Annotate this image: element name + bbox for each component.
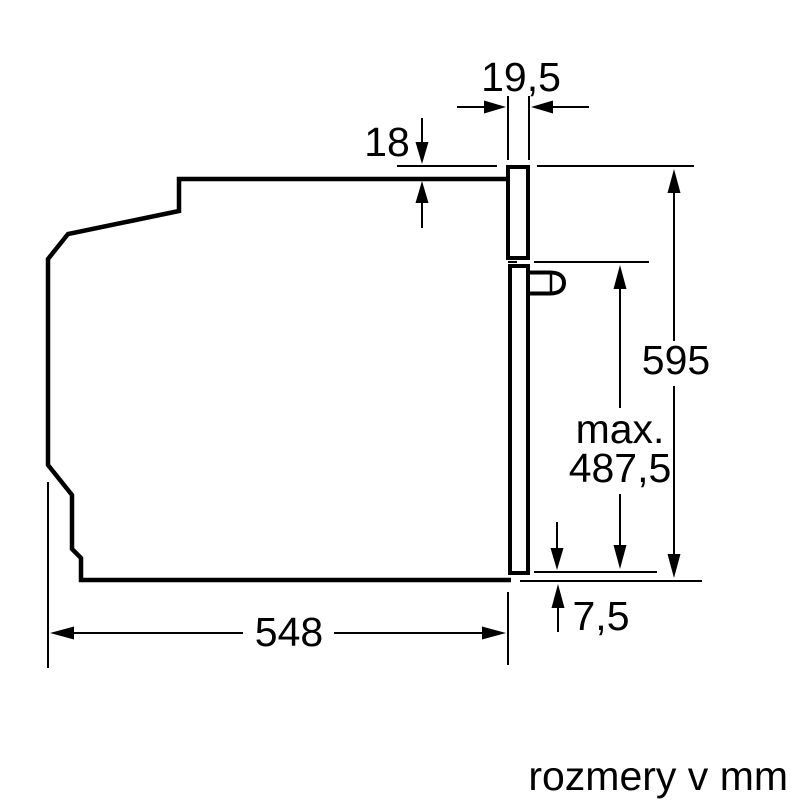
units-note: rozmery v mm [528,753,788,799]
dimension-label-bottom-gap: 7,5 [573,593,630,639]
arrowhead-up-icon [415,181,429,203]
arrowhead-up-icon [551,584,565,608]
arrowhead-up-icon [613,265,627,289]
dimension-label-depth: 548 [255,609,323,655]
oven-door-front [508,264,530,575]
dimension-max-height: max. 487,5 [534,261,672,573]
dimension-top-clearance: 18 [364,118,497,228]
dimension-total-height: 595 [520,165,710,582]
door-handle [526,270,567,296]
dimension-label-max-prefix: max. [576,406,665,452]
dimension-depth: 548 [47,482,509,668]
dimension-label-total-height: 595 [642,337,710,383]
dimension-front-thickness: 19,5 [457,54,589,160]
arrowhead-left-icon [531,100,553,114]
arrowhead-left-icon [50,626,74,640]
arrowhead-down-icon [415,142,429,164]
arrowhead-down-icon [667,554,681,578]
arrowhead-down-icon [613,545,627,569]
arrowhead-down-icon [550,548,564,570]
oven-body-outline [45,176,511,583]
arrowhead-up-icon [667,169,681,193]
dimension-label-front-thickness: 19,5 [481,54,561,100]
dimension-label-max-height: 487,5 [569,445,672,491]
dimension-label-top-clearance: 18 [364,119,410,165]
arrowhead-right-icon [482,626,506,640]
dimension-bottom-gap: 7,5 [550,522,630,639]
arrowhead-right-icon [484,100,506,114]
control-panel-front [506,165,530,260]
